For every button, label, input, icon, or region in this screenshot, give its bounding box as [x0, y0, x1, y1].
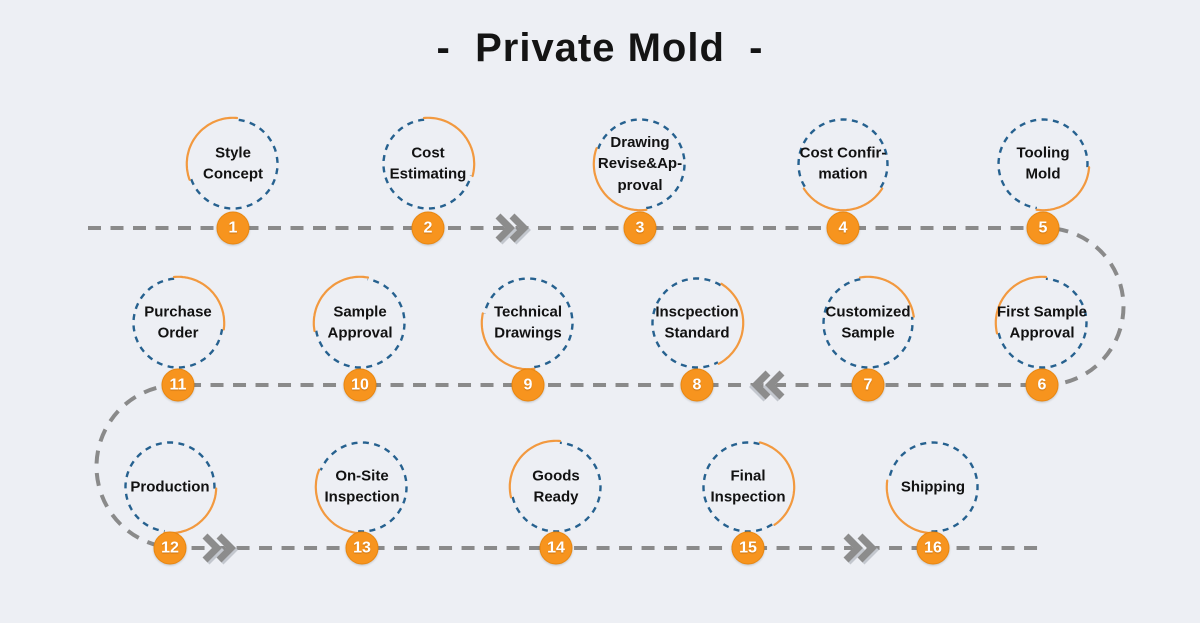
- node-arc-5: [1035, 166, 1091, 212]
- step-badge-7: 7: [851, 368, 885, 402]
- node-arc-16: [885, 479, 933, 535]
- step-badge-14: 14: [539, 531, 573, 565]
- node-circle-8: [651, 277, 722, 369]
- node-label-6: First Sample Approval: [996, 303, 1088, 342]
- node-label-5: Tooling Mold: [1016, 144, 1070, 183]
- chevron-left-icon: [749, 370, 785, 402]
- node-circle-5: [997, 118, 1089, 210]
- page-title: - Private Mold -: [436, 26, 764, 70]
- step-badge-8: 8: [680, 368, 714, 402]
- node-circle-13: [319, 441, 408, 533]
- chevron-stroke: [857, 533, 877, 563]
- node-arc-10: [312, 275, 370, 333]
- node-circle-7: [822, 278, 914, 369]
- step-badge-10: 10: [343, 368, 377, 402]
- step-badge-12: 12: [153, 531, 187, 565]
- chevron-right-icon: [495, 213, 531, 245]
- step-badge-11: 11: [161, 368, 195, 402]
- node-label-3: Drawing Revise&Ap- proval: [597, 134, 683, 194]
- node-arc-9: [480, 312, 536, 371]
- node-circle-10: [315, 278, 406, 369]
- node-circle-9: [483, 277, 574, 369]
- chevron-stroke: [751, 370, 771, 400]
- node-circle-6: [997, 277, 1088, 369]
- node-label-13: On-Site Inspection: [324, 467, 400, 506]
- node-arc-4: [802, 187, 884, 212]
- step-badge-5: 5: [1026, 211, 1060, 245]
- node-label-4: Cost Confir- mation: [799, 144, 887, 183]
- node-circle-16: [887, 441, 979, 533]
- node-circle-3: [597, 118, 686, 210]
- node-label-7: Customized Sample: [825, 303, 911, 342]
- chevron-stroke: [765, 370, 785, 400]
- node-label-8: Inscpection Standard: [655, 303, 739, 342]
- chevron-stroke: [216, 533, 236, 563]
- node-arc-11: [172, 275, 226, 331]
- node-label-12: Production: [130, 478, 210, 496]
- step-badge-2: 2: [411, 211, 445, 245]
- node-label-11: Purchase Order: [144, 303, 212, 342]
- node-label-14: Goods Ready: [532, 467, 580, 506]
- node-label-9: Technical Drawings: [493, 303, 563, 342]
- chevron-stroke: [202, 533, 222, 563]
- node-arc-3: [592, 147, 648, 212]
- node-arc-13: [314, 468, 360, 535]
- node-arc-7: [858, 275, 915, 318]
- node-arc-8: [717, 282, 745, 365]
- step-badge-13: 13: [345, 531, 379, 565]
- node-circle-12: [124, 441, 216, 533]
- step-badge-4: 4: [826, 211, 860, 245]
- step-badge-1: 1: [216, 211, 250, 245]
- node-label-16: Shipping: [900, 478, 966, 496]
- node-circle-2: [382, 118, 473, 210]
- node-arc-2: [422, 116, 476, 178]
- chevron-right-icon: [843, 533, 879, 565]
- node-circle-14: [511, 441, 602, 533]
- node-circle-1: [190, 118, 279, 210]
- chevron-stroke: [509, 213, 529, 243]
- node-arc-1: [185, 116, 239, 181]
- node-label-10: Sample Approval: [327, 303, 393, 342]
- chevron-layer: [202, 213, 879, 565]
- chevron-right-icon: [202, 533, 238, 565]
- step-badge-9: 9: [511, 368, 545, 402]
- chevron-stroke: [495, 213, 515, 243]
- node-circle-4: [797, 118, 889, 189]
- chevron-stroke: [843, 533, 863, 563]
- node-arc-15: [758, 441, 796, 526]
- node-arc-6: [994, 275, 1048, 335]
- step-badge-3: 3: [623, 211, 657, 245]
- node-label-15: Final Inspection: [710, 467, 786, 506]
- node-arc-14: [508, 439, 562, 499]
- node-ring-layer: [124, 116, 1091, 535]
- step-badge-15: 15: [731, 531, 765, 565]
- step-badge-16: 16: [916, 531, 950, 565]
- node-label-1: Style Concept: [203, 144, 263, 183]
- node-circle-15: [702, 441, 775, 533]
- step-badge-6: 6: [1025, 368, 1059, 402]
- node-label-2: Cost Estimating: [389, 144, 467, 183]
